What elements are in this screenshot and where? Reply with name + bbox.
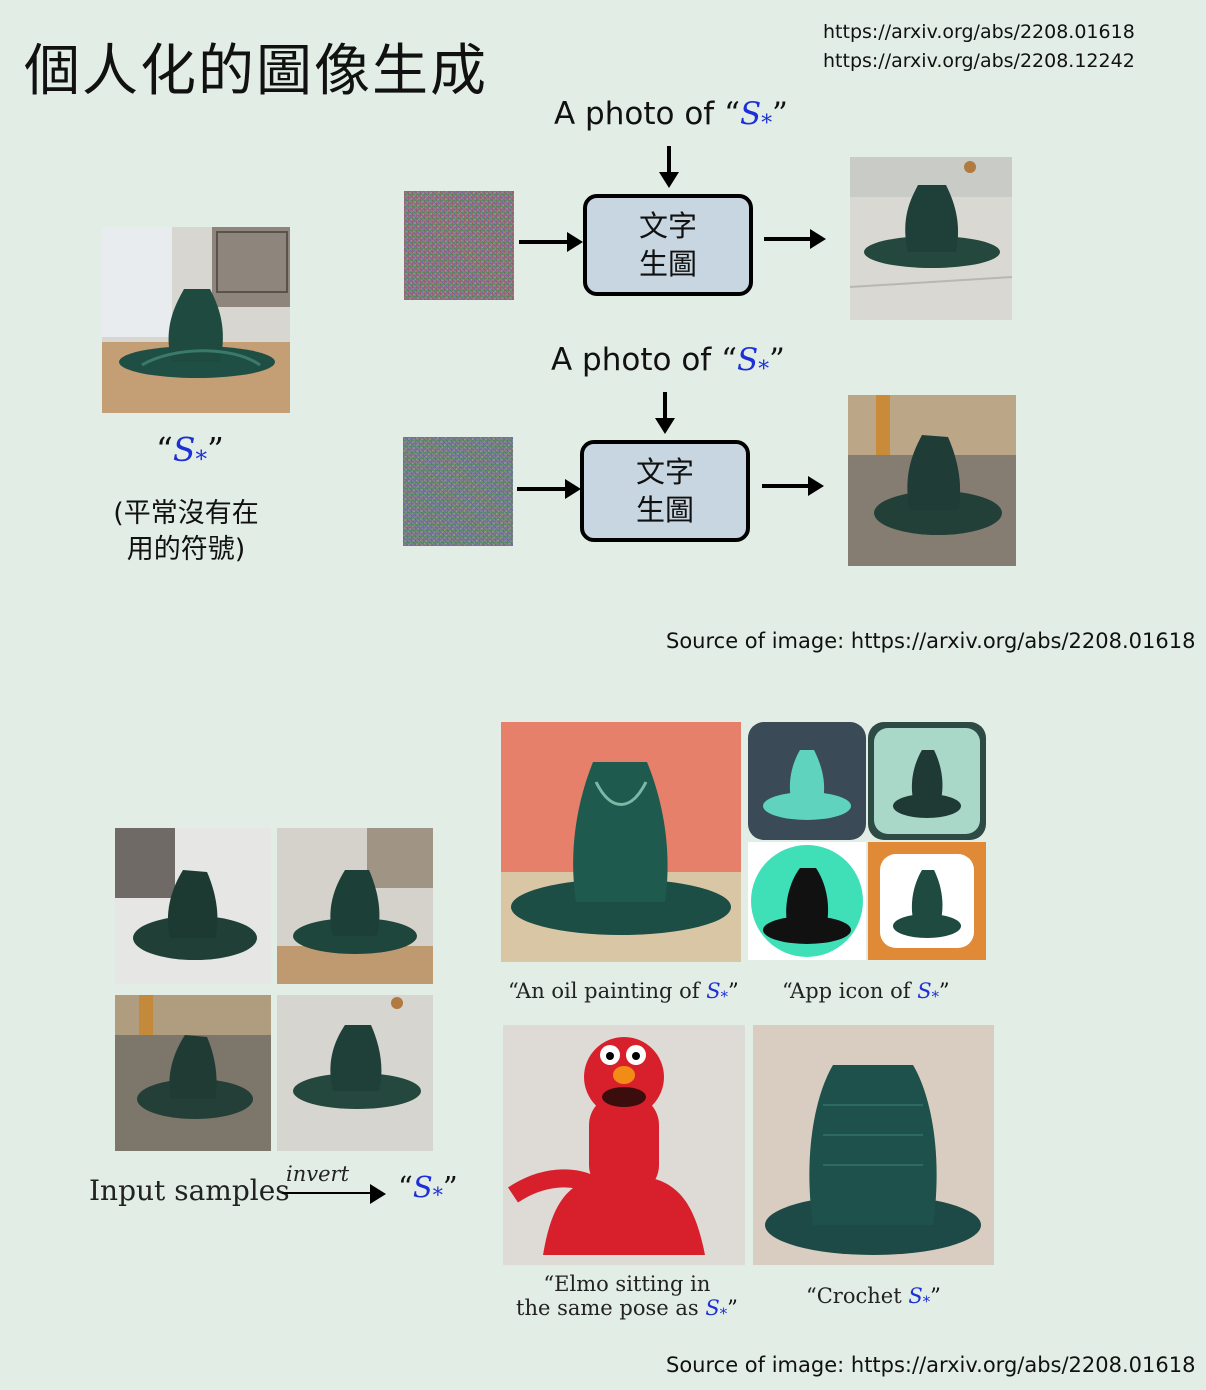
image-source: Source of image: https://arxiv.org/abs/2… [666, 1353, 1196, 1377]
reference-link[interactable]: https://arxiv.org/abs/2208.01618 [823, 21, 1135, 43]
input-photo [102, 227, 290, 413]
token-symbol: S [172, 430, 196, 469]
token-note: (平常沒有在 用的符號) [113, 498, 259, 565]
references: https://arxiv.org/abs/2208.01618 https:/… [823, 18, 1135, 76]
prompt-text: A photo of “S*” [554, 96, 788, 136]
elmo-output [503, 1025, 745, 1265]
app-icon-output [748, 722, 866, 840]
arrow-right [764, 229, 826, 249]
input-samples-label: Input samples [89, 1174, 290, 1207]
generated-photo [848, 395, 1016, 566]
app-icon-output [748, 842, 866, 960]
app-icon-output [868, 842, 986, 960]
invert-label: invert [286, 1162, 350, 1186]
arrow-down [659, 146, 679, 188]
prompt-text: A photo of “S*” [551, 342, 785, 382]
arrow-right [519, 232, 583, 252]
app-icon-caption: “App icon of S*” [782, 979, 950, 1006]
noise-image [403, 437, 513, 546]
generated-photo [850, 157, 1012, 320]
input-sample [115, 995, 271, 1151]
invert-arrow [282, 1184, 386, 1204]
input-sample [277, 995, 433, 1151]
token-label: “S*” [156, 430, 224, 473]
noise-image [404, 191, 514, 300]
reference-link[interactable]: https://arxiv.org/abs/2208.12242 [823, 50, 1135, 72]
image-source: Source of image: https://arxiv.org/abs/2… [666, 629, 1196, 653]
input-sample [277, 828, 433, 984]
arrow-down [655, 392, 675, 434]
token-label: “S*” [398, 1170, 458, 1208]
input-sample [115, 828, 271, 984]
page-title: 個人化的圖像生成 [24, 39, 488, 104]
arrow-right [762, 476, 824, 496]
elmo-caption: “Elmo sitting in the same pose as S*” [516, 1272, 738, 1323]
text-to-image-model: 文字 生圖 [580, 440, 750, 542]
text-to-image-model: 文字 生圖 [583, 194, 753, 296]
app-icon-output [868, 722, 986, 840]
arrow-right [517, 479, 581, 499]
crochet-caption: “Crochet S*” [806, 1284, 941, 1311]
oil-painting-caption: “An oil painting of S*” [508, 979, 739, 1006]
oil-painting-output [501, 722, 741, 962]
crochet-output [753, 1025, 994, 1265]
